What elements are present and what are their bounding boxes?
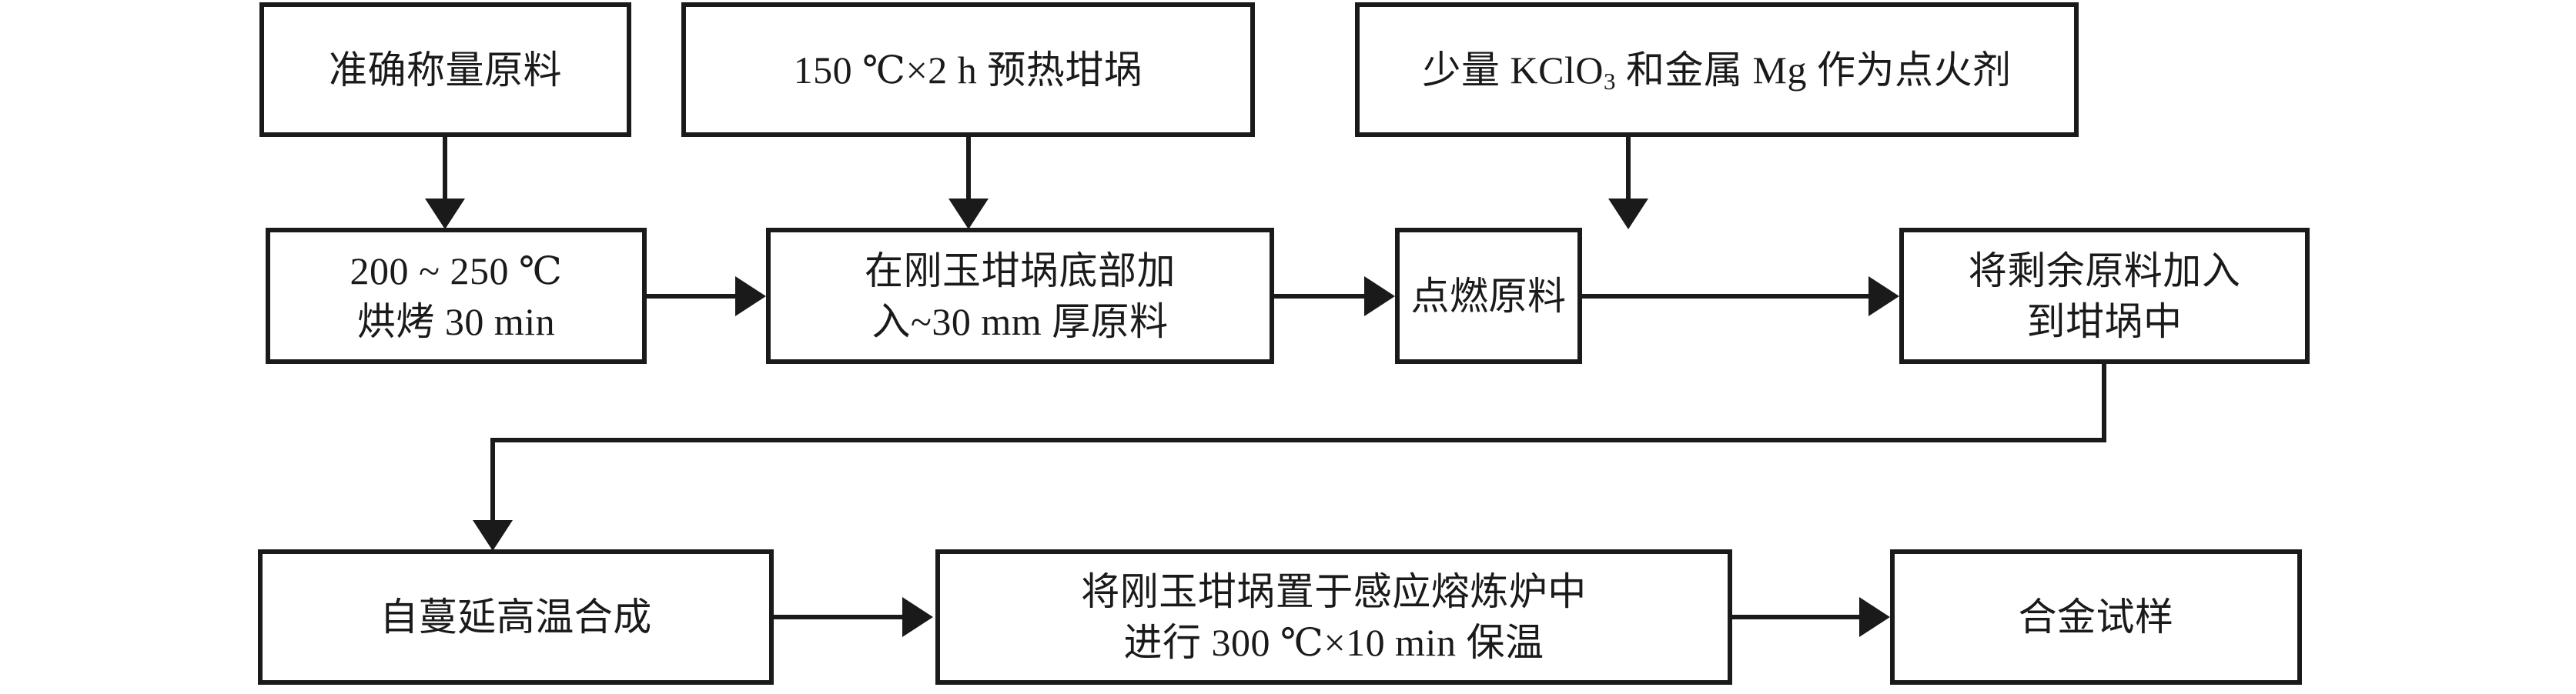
- edge-weigh-to-bake-arrowhead: [425, 199, 465, 229]
- edge-addremaining-to-shs-down1: [2102, 364, 2106, 442]
- flow-node-alloy-sample[interactable]: 合金试样: [1890, 549, 2302, 685]
- flow-node-induction-furnace-hold[interactable]: 将刚玉坩埚置于感应熔炼炉中 进行 300 ℃×10 min 保温: [935, 549, 1732, 685]
- flow-node-label: 将刚玉坩埚置于感应熔炼炉中 进行 300 ℃×10 min 保温: [1081, 570, 1587, 664]
- edge-bake-to-addbottom-arrowhead: [735, 276, 766, 316]
- flow-node-label: 200 ~ 250 ℃ 烘烤 30 min: [350, 249, 563, 343]
- edge-furnace-to-alloy-arrowhead: [1859, 597, 1890, 637]
- edge-furnace-to-alloy-line: [1732, 615, 1862, 619]
- flow-node-label: 在刚玉坩埚底部加 入~30 mm 厚原料: [865, 249, 1176, 343]
- edge-bake-to-addbottom-line: [647, 294, 738, 299]
- edge-preheat-to-addbottom-line: [966, 137, 971, 200]
- edge-addremaining-to-shs-arrowhead: [473, 520, 513, 551]
- flow-node-bake-materials[interactable]: 200 ~ 250 ℃ 烘烤 30 min: [266, 228, 647, 364]
- edge-ignite-to-addremaining-line: [1582, 294, 1871, 299]
- edge-addremaining-to-shs-down2: [490, 438, 495, 522]
- edge-addremaining-to-shs-across: [490, 438, 2106, 442]
- flow-node-ignition-agent[interactable]: 少量 KClO3 和金属 Mg 作为点火剂: [1355, 2, 2079, 137]
- edge-ignitionagent-to-ignite-line: [1626, 137, 1631, 200]
- flow-node-label: 少量 KClO3 和金属 Mg 作为点火剂: [1422, 48, 2012, 95]
- flow-node-label: 准确称量原料: [329, 48, 562, 92]
- flow-node-weigh-materials[interactable]: 准确称量原料: [259, 2, 631, 137]
- edge-ignite-to-addremaining-arrowhead: [1868, 276, 1899, 316]
- flow-node-label: 150 ℃×2 h 预热坩埚: [793, 48, 1143, 92]
- flow-node-ignite-materials[interactable]: 点燃原料: [1395, 228, 1582, 364]
- flow-node-add-bottom-layer[interactable]: 在刚玉坩埚底部加 入~30 mm 厚原料: [766, 228, 1274, 364]
- edge-shs-to-furnace-arrowhead: [902, 597, 933, 637]
- flow-node-label: 自蔓延高温合成: [380, 596, 652, 639]
- edge-weigh-to-bake-line: [443, 137, 447, 200]
- flow-node-add-remaining-materials[interactable]: 将剩余原料加入 到坩埚中: [1899, 228, 2310, 364]
- edge-addbottom-to-ignite-line: [1274, 294, 1367, 299]
- flow-node-label: 合金试样: [2018, 596, 2174, 639]
- edge-preheat-to-addbottom-arrowhead: [948, 199, 989, 229]
- edge-addbottom-to-ignite-arrowhead: [1364, 276, 1395, 316]
- flow-node-label: 点燃原料: [1410, 274, 1567, 318]
- flow-node-preheat-crucible[interactable]: 150 ℃×2 h 预热坩埚: [681, 2, 1255, 137]
- edge-ignitionagent-to-ignite-arrowhead: [1608, 199, 1648, 229]
- flow-node-shs-synthesis[interactable]: 自蔓延高温合成: [258, 549, 774, 685]
- flow-node-label: 将剩余原料加入 到坩埚中: [1968, 249, 2241, 343]
- edge-shs-to-furnace-line: [774, 615, 905, 619]
